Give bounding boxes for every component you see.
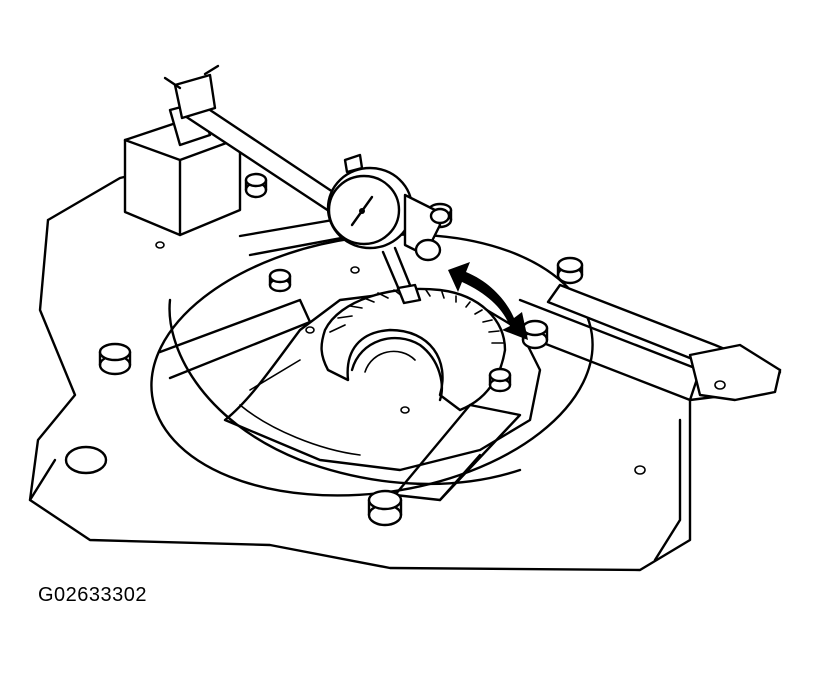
bolt-holes bbox=[64, 241, 726, 475]
bolt bbox=[367, 489, 403, 527]
bearing-caps bbox=[158, 203, 702, 502]
support-bar bbox=[546, 283, 782, 402]
bolt bbox=[98, 342, 132, 376]
bolt bbox=[244, 172, 268, 199]
rotation-arrow-icon bbox=[448, 262, 528, 340]
bolt bbox=[268, 268, 292, 293]
indicator-arm bbox=[163, 64, 347, 217]
dial-indicator bbox=[326, 153, 451, 305]
bolt bbox=[488, 367, 512, 393]
ring-gear bbox=[320, 287, 507, 412]
bolt bbox=[556, 256, 584, 285]
differential-case bbox=[223, 288, 542, 472]
figure-code: G02633302 bbox=[38, 584, 148, 606]
